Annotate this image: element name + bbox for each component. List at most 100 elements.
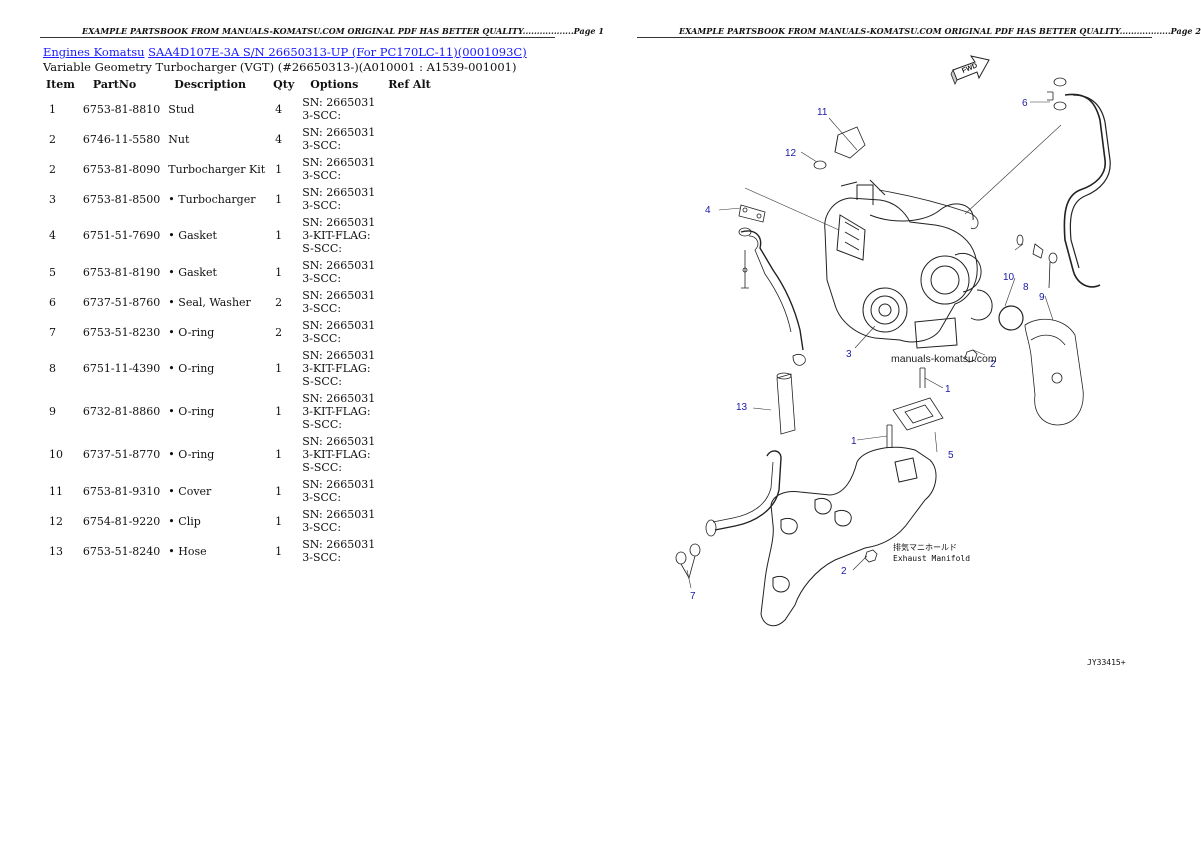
cell-partno: 6746-11-5580 bbox=[82, 132, 161, 146]
table-row: 8 6751-11-4390 • O-ring 1 SN: 26650313-K… bbox=[42, 347, 435, 390]
table-row: 1 6753-81-8810 Stud 4 SN: 26650313-SCC: bbox=[42, 94, 435, 124]
cell-description: • Gasket bbox=[168, 229, 217, 242]
nut-2 bbox=[864, 349, 978, 563]
turbocharger-3 bbox=[824, 179, 993, 349]
cell-description: • O-ring bbox=[168, 448, 215, 461]
col-header-refalt: Ref Alt bbox=[388, 77, 431, 91]
cell-item: 13 bbox=[49, 544, 63, 558]
cell-options: SN: 26650313-SCC: bbox=[302, 319, 376, 345]
cell-description: Turbocharger Kit bbox=[168, 162, 266, 176]
callout-3: 3 bbox=[846, 349, 852, 360]
cell-options: SN: 26650313-SCC: bbox=[302, 259, 376, 285]
table-row: 9 6732-81-8860 • O-ring 1 SN: 26650313-K… bbox=[42, 390, 435, 433]
cell-qty: 1 bbox=[275, 514, 283, 528]
cell-description: • Seal, Washer bbox=[168, 295, 251, 309]
cell-description: Stud bbox=[168, 102, 195, 116]
col-header-description: Description bbox=[174, 77, 246, 91]
col-header-qty: Qty bbox=[273, 77, 295, 91]
cell-description: • Clip bbox=[168, 514, 201, 528]
table-row: 5 6753-81-8190 • Gasket 1 SN: 26650313-S… bbox=[42, 257, 435, 287]
cell-options: SN: 26650313-SCC: bbox=[302, 478, 376, 504]
table-row: 12 6754-81-9220 • Clip 1 SN: 26650313-SC… bbox=[42, 506, 435, 536]
cell-item: 9 bbox=[49, 405, 56, 418]
cell-description: • Cover bbox=[168, 484, 212, 498]
oil-pipe bbox=[1063, 93, 1106, 288]
cell-item: 2 bbox=[49, 162, 56, 176]
col-header-partno: PartNo bbox=[92, 77, 137, 91]
breadcrumb-link-engines[interactable]: Engines Komatsu bbox=[43, 45, 145, 59]
callout-7: 7 bbox=[690, 591, 696, 602]
cell-refalt bbox=[384, 476, 435, 506]
cell-qty: 1 bbox=[275, 362, 283, 375]
cell-partno: 6737-51-8770 bbox=[82, 448, 161, 461]
cell-description: • Hose bbox=[168, 544, 207, 558]
seal-washer-6 bbox=[1047, 77, 1067, 111]
cell-partno: 6737-51-8760 bbox=[82, 295, 161, 309]
table-row: 4 6751-51-7690 • Gasket 1 SN: 26650313-K… bbox=[42, 214, 435, 257]
callout-13: 13 bbox=[736, 402, 748, 413]
gasket-5 bbox=[892, 397, 944, 431]
cell-refalt bbox=[384, 184, 435, 214]
cell-options: SN: 26650313-SCC: bbox=[302, 538, 376, 564]
cell-refalt bbox=[384, 536, 435, 566]
callout-6: 6 bbox=[1022, 98, 1028, 109]
cell-description: Nut bbox=[168, 132, 190, 146]
table-row: 7 6753-51-8230 • O-ring 2 SN: 26650313-S… bbox=[42, 317, 435, 347]
breadcrumb-link-model[interactable]: SAA4D107E-3A S/N 26650313-UP (For PC170L… bbox=[148, 45, 527, 59]
table-row: 3 6753-81-8500 • Turbocharger 1 SN: 2665… bbox=[42, 184, 435, 214]
col-header-item: Item bbox=[46, 77, 75, 91]
cell-item: 1 bbox=[49, 102, 56, 116]
clip-12 bbox=[813, 160, 827, 170]
callout-5: 5 bbox=[948, 450, 954, 461]
cell-partno: 6753-51-8230 bbox=[82, 325, 161, 339]
callout-4: 4 bbox=[705, 205, 711, 216]
cell-qty: 1 bbox=[275, 544, 283, 558]
cell-qty: 1 bbox=[275, 265, 283, 279]
cell-partno: 6732-81-8860 bbox=[82, 405, 161, 418]
cell-item: 5 bbox=[49, 265, 56, 279]
header-rule bbox=[637, 37, 1152, 38]
table-row: 13 6753-51-8240 • Hose 1 SN: 26650313-SC… bbox=[42, 536, 435, 566]
callout-2a: 2 bbox=[990, 359, 996, 370]
cell-options: SN: 26650313-KIT-FLAG: S-SCC: bbox=[302, 392, 376, 431]
header-rule bbox=[40, 37, 555, 38]
cell-partno: 6753-81-8500 bbox=[82, 192, 161, 206]
o-ring-7 bbox=[675, 543, 701, 580]
callout-1a: 1 bbox=[945, 384, 951, 395]
cell-refalt bbox=[384, 94, 435, 124]
cell-partno: 6753-81-8190 bbox=[82, 265, 161, 279]
cell-item: 7 bbox=[49, 325, 56, 339]
cell-description: • Gasket bbox=[168, 265, 217, 279]
cell-item: 4 bbox=[49, 229, 56, 242]
drawing-number: JY33415+ bbox=[1087, 658, 1126, 667]
cell-options: SN: 26650313-SCC: bbox=[302, 156, 376, 182]
table-row: 2 6746-11-5580 Nut 4 SN: 26650313-SCC: bbox=[42, 124, 435, 154]
exhaust-manifold bbox=[760, 446, 937, 627]
breadcrumb: Engines Komatsu SAA4D107E-3A S/N 2665031… bbox=[43, 45, 527, 59]
page-header: EXAMPLE PARTSBOOK FROM MANUALS-KOMATSU.C… bbox=[679, 26, 1201, 36]
callout-2b: 2 bbox=[841, 566, 847, 577]
cell-options: SN: 26650313-KIT-FLAG: S-SCC: bbox=[302, 216, 376, 255]
cell-qty: 1 bbox=[275, 162, 283, 176]
cell-partno: 6753-51-8240 bbox=[82, 544, 161, 558]
callout-10: 10 bbox=[1003, 272, 1015, 283]
stud-1 bbox=[886, 367, 926, 448]
callout-8: 8 bbox=[1023, 282, 1029, 293]
cell-qty: 4 bbox=[275, 102, 283, 116]
parts-table: Item PartNo Description Qty Options Ref … bbox=[42, 76, 435, 566]
cell-partno: 6753-81-8090 bbox=[82, 162, 161, 176]
gasket-4 bbox=[738, 204, 766, 223]
cell-item: 11 bbox=[49, 484, 63, 498]
cell-options: SN: 26650313-SCC: bbox=[302, 126, 376, 152]
cell-refalt bbox=[384, 390, 435, 433]
o-ring-9 bbox=[1048, 252, 1058, 289]
fwd-arrow-icon bbox=[950, 55, 990, 85]
manifold-label-en: Exhaust Manifold bbox=[893, 554, 970, 563]
exploded-parts-diagram: 11 12 4 6 10 8 9 3 2 1 13 1 5 2 7 FWD ma… bbox=[675, 55, 1126, 667]
cell-description: • O-ring bbox=[168, 325, 215, 339]
cell-description: • O-ring bbox=[168, 405, 215, 418]
cell-refalt bbox=[384, 154, 435, 184]
cell-qty: 2 bbox=[275, 295, 283, 309]
table-row: 6 6737-51-8760 • Seal, Washer 2 SN: 2665… bbox=[42, 287, 435, 317]
cell-options: SN: 26650313-SCC: bbox=[302, 96, 376, 122]
